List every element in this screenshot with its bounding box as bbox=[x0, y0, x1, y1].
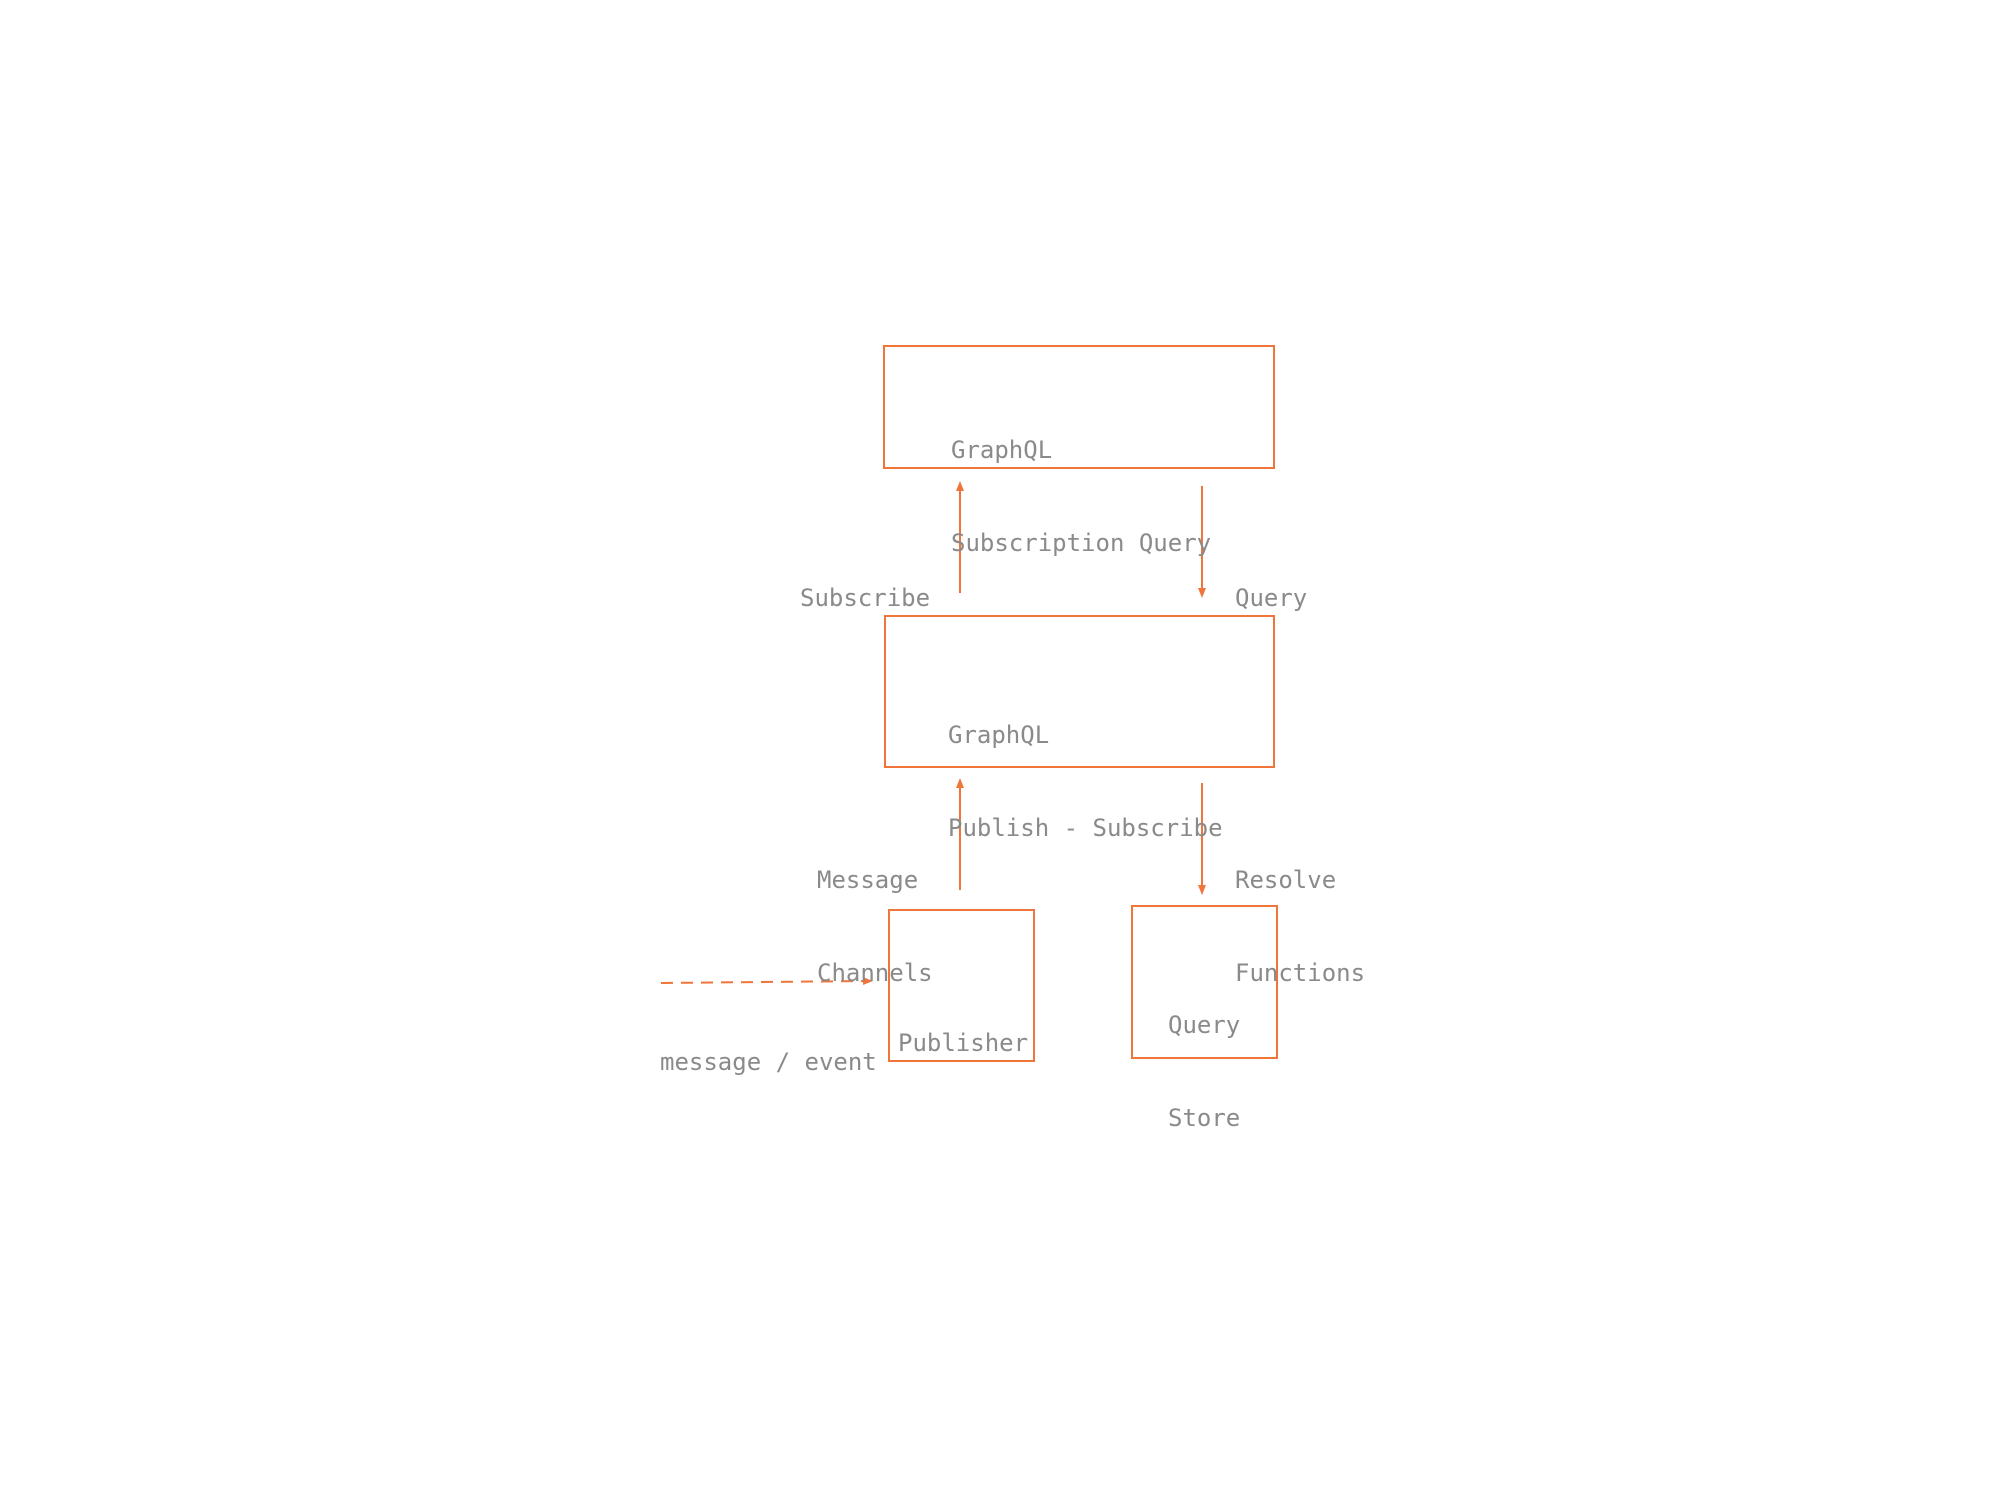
query-store-line2: Store bbox=[1168, 1104, 1241, 1132]
publish-subscribe-line1: GraphQL bbox=[948, 721, 1050, 749]
subscription-query-line2: Subscription Query bbox=[951, 529, 1212, 557]
publish-subscribe-line2: Publish - Subscribe bbox=[948, 814, 1223, 842]
message-channels-line1: Message bbox=[817, 866, 919, 894]
publisher-node bbox=[888, 909, 1035, 1062]
message-channels-line2: Channels bbox=[817, 959, 933, 987]
subscription-query-line1: GraphQL bbox=[951, 436, 1053, 464]
resolve-functions-line1: Resolve bbox=[1235, 866, 1337, 894]
resolve-functions-line2: Functions bbox=[1235, 959, 1366, 987]
message-channels-edge-label: Message Channels bbox=[817, 803, 933, 1051]
subscription-query-label: GraphQL Subscription Query bbox=[951, 373, 1211, 621]
query-text: Query bbox=[1235, 584, 1308, 612]
query-store-line1: Query bbox=[1168, 1011, 1241, 1039]
query-store-node bbox=[1131, 905, 1278, 1059]
publish-subscribe-label: GraphQL Publish - Subscribe bbox=[948, 658, 1223, 906]
subscription-query-node bbox=[883, 345, 1275, 469]
subscribe-edge-label: Subscribe bbox=[800, 521, 930, 676]
resolve-functions-edge-label: Resolve Functions bbox=[1235, 803, 1365, 1051]
query-store-label: Query Store bbox=[1168, 948, 1240, 1196]
subscribe-text: Subscribe bbox=[800, 584, 931, 612]
publisher-label: Publisher bbox=[898, 966, 1028, 1121]
publish-subscribe-node bbox=[884, 615, 1275, 768]
message-event-text: message / event bbox=[660, 1048, 877, 1076]
publisher-line1: Publisher bbox=[898, 1029, 1029, 1057]
message-event-edge-label: message / event bbox=[660, 985, 877, 1140]
query-edge-label: Query bbox=[1235, 521, 1307, 676]
